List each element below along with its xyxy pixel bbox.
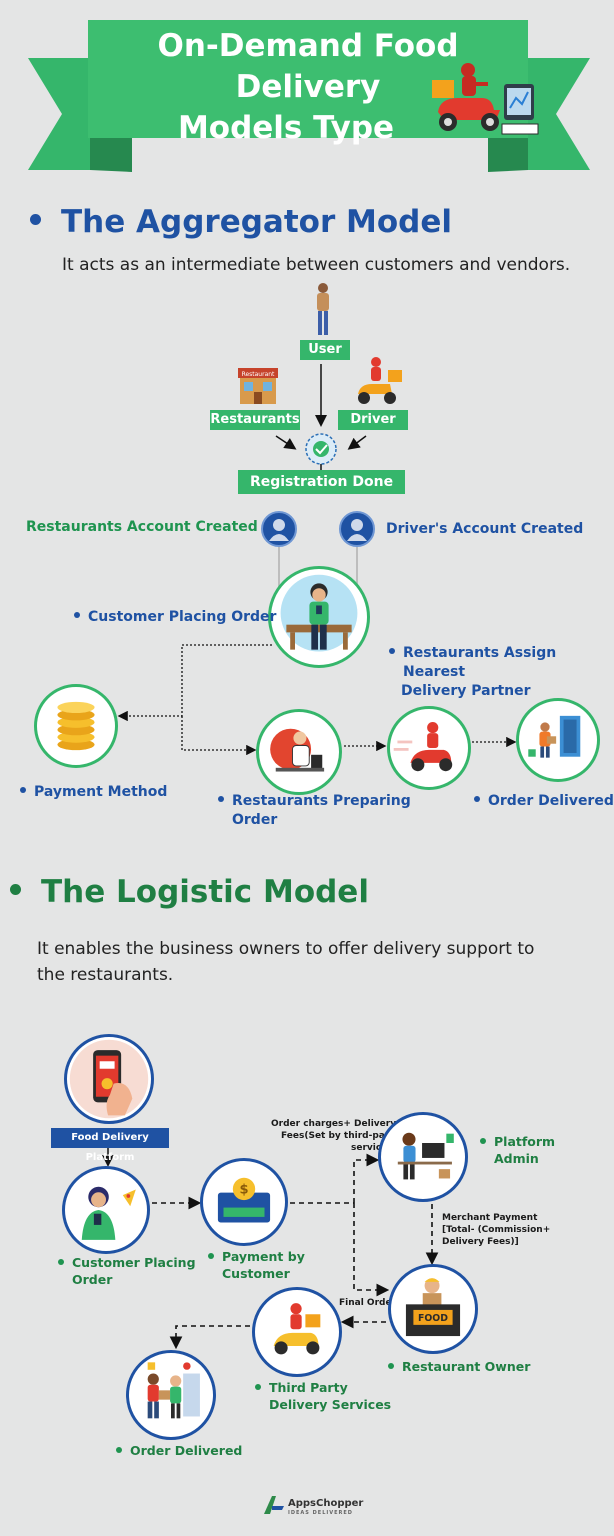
payment-by-customer-label: Payment by Customer — [208, 1248, 305, 1282]
delivery-rider-icon — [393, 722, 453, 772]
restaurant-sign-text: Restaurant — [242, 371, 275, 378]
chef-icon — [270, 723, 325, 772]
heading-bullet — [10, 884, 21, 895]
registration-done-box: Registration Done — [238, 470, 405, 494]
order-delivered-label: Order Delivered — [474, 792, 614, 811]
footer-brand: AppsChopper IDEAS DELIVERED — [288, 1498, 363, 1517]
restaurants-box: Restaurants — [210, 410, 300, 430]
driver-box: Driver — [338, 410, 408, 430]
banner-title: On-Demand Food Delivery Models Type — [88, 26, 528, 149]
heading-bullet — [30, 214, 41, 225]
delivery-partner-circle — [387, 706, 471, 790]
food-delivery-platform-box: Food Delivery Platform — [51, 1128, 169, 1163]
banner-ribbon — [28, 20, 590, 172]
aggregator-heading-text: The Aggregator Model — [61, 204, 453, 240]
footer-brand-name: AppsChopper — [288, 1498, 364, 1509]
order-charges-note: Order charges+ Delivery Fees(Set by thir… — [271, 1119, 400, 1153]
coins-icon — [57, 701, 95, 751]
customer-phone-icon — [280, 574, 358, 652]
platform-phone-circle — [64, 1034, 154, 1124]
restaurant-building-icon: Restaurant — [238, 368, 278, 404]
logistic-order-delivered-circle — [126, 1350, 216, 1440]
doorstep-delivery-icon — [528, 715, 581, 758]
logistic-heading: The Logistic Model — [10, 874, 369, 910]
food-sign-text: FOOD — [418, 1313, 448, 1324]
restaurant-preparing-label: Restaurants Preparing Order — [218, 792, 411, 830]
admin-workstation-icon — [397, 1132, 454, 1180]
appschopper-logo-icon — [264, 1496, 284, 1514]
phone-app-icon — [69, 1039, 149, 1119]
restaurant-preparing-circle — [256, 709, 342, 795]
driver-scooter-icon — [358, 357, 402, 404]
logistic-customer-circle — [62, 1166, 150, 1254]
payment-method-label: Payment Method — [20, 783, 167, 802]
platform-admin-label: Platform Admin — [480, 1133, 555, 1167]
restaurants-account-label: Restaurants Account Created — [26, 519, 258, 535]
payment-method-circle — [34, 684, 118, 768]
order-delivered-circle — [516, 698, 600, 782]
delivery-scooter-icon — [432, 63, 539, 135]
customer-ordering-icon — [81, 1186, 136, 1240]
third-party-scooter-icon — [273, 1303, 321, 1355]
handover-delivery-icon — [147, 1362, 200, 1419]
logistic-heading-text: The Logistic Model — [41, 874, 369, 910]
user-person-icon — [317, 283, 329, 335]
third-party-delivery-circle — [252, 1287, 342, 1377]
registration-globe-icon — [305, 433, 337, 465]
banner-title-line1: On-Demand Food Delivery — [157, 28, 459, 105]
logistic-description: It enables the business owners to offer … — [37, 939, 535, 985]
customer-placing-label: Customer Placing Order — [74, 608, 276, 627]
platform-admin-circle — [378, 1112, 468, 1202]
wallet-payment-icon: $ — [217, 1177, 271, 1223]
logistic-order-delivered-label: Order Delivered — [116, 1442, 242, 1459]
final-order-note: Final Order — [339, 1298, 397, 1308]
banner-title-line2: Models Type — [177, 110, 395, 146]
restaurant-account-avatar-icon — [261, 511, 297, 547]
footer-tagline: IDEAS DELIVERED — [288, 1510, 353, 1516]
aggregator-description: It acts as an intermediate between custo… — [62, 255, 571, 275]
aggregator-heading: The Aggregator Model — [30, 204, 452, 240]
logistic-customer-label: Customer Placing Order — [58, 1254, 196, 1288]
assign-partner-label: Restaurants Assign Nearest Delivery Part… — [389, 644, 556, 701]
merchant-payment-note: Merchant Payment [Total- (Commission+ De… — [442, 1213, 551, 1247]
third-party-label: Third Party Delivery Services — [255, 1379, 391, 1413]
food-stall-icon: FOOD — [405, 1278, 461, 1337]
restaurant-owner-label: Restaurant Owner — [388, 1358, 530, 1375]
customer-placing-circle — [268, 566, 370, 668]
driver-account-avatar-icon — [339, 511, 375, 547]
svg-text:$: $ — [239, 1183, 248, 1198]
drivers-account-label: Driver's Account Created — [386, 521, 584, 537]
payment-by-customer-circle: $ — [200, 1158, 288, 1246]
user-box: User — [300, 340, 350, 360]
restaurant-owner-circle: FOOD — [388, 1264, 478, 1354]
